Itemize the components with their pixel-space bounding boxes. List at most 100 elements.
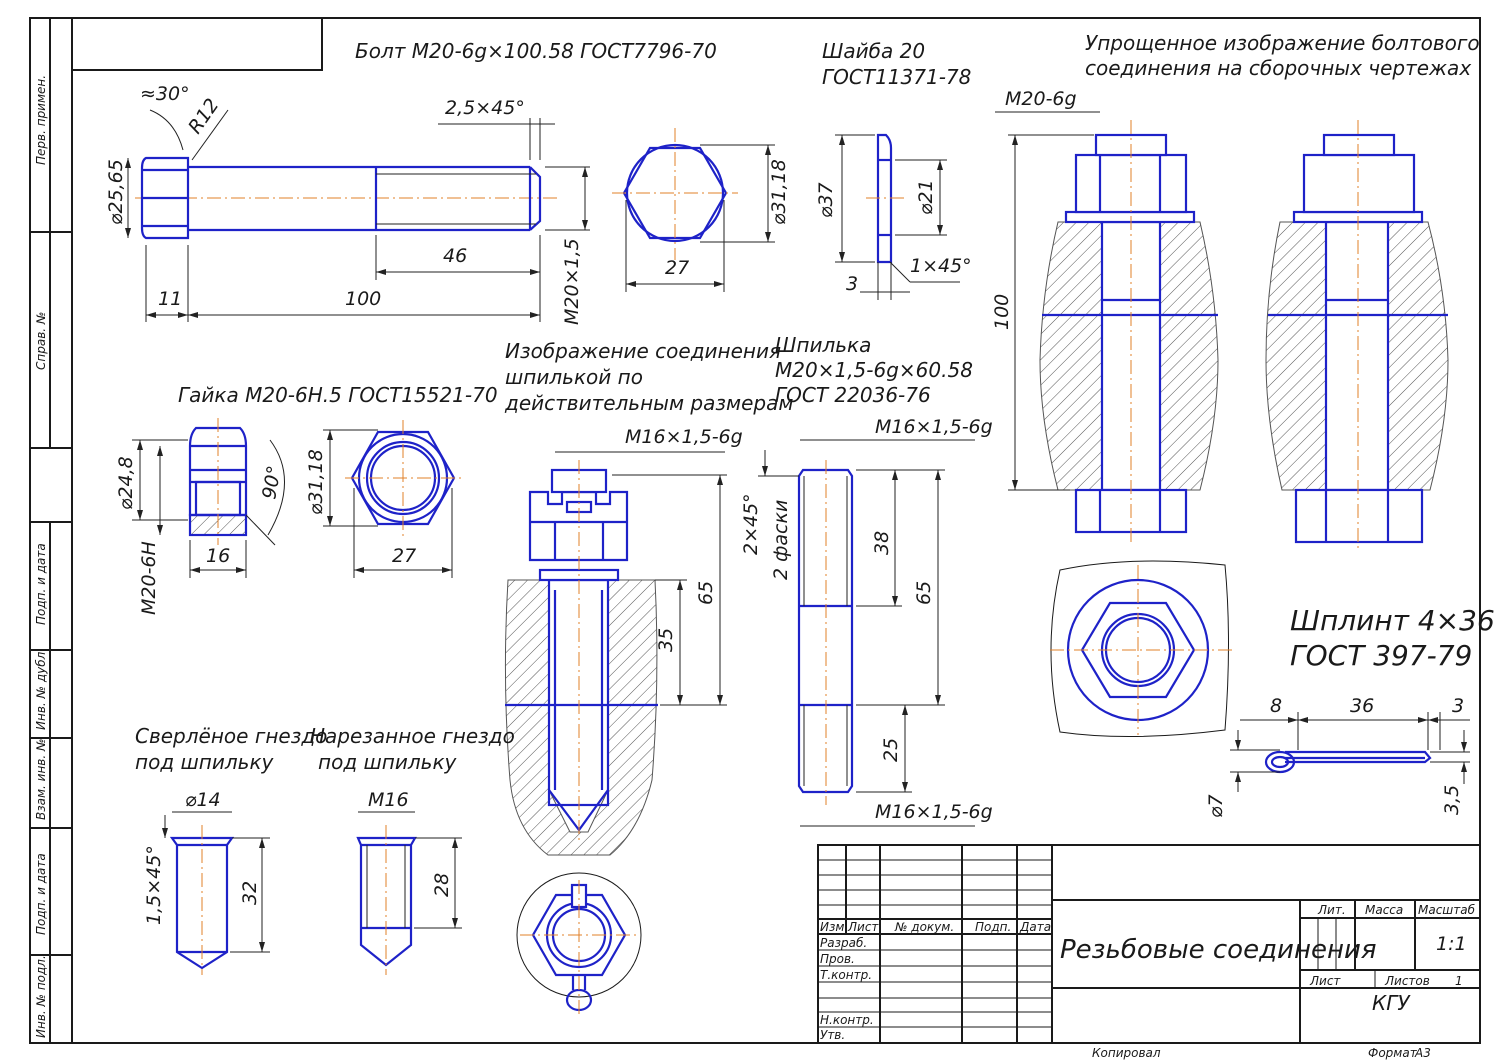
dim-l65a: 65 <box>695 581 717 605</box>
tb-scale: 1:1 <box>1436 933 1467 955</box>
tb-date: Дата <box>1019 920 1051 934</box>
dim-l35: 35 <box>655 628 677 652</box>
washer-label-1: Шайба 20 <box>822 39 925 63</box>
tb-sheets-n: 1 <box>1455 974 1463 988</box>
tb-sheets: Листов <box>1384 974 1430 988</box>
stamp-podp-2: Подп. и дата <box>34 853 48 935</box>
dim-l38: 38 <box>871 531 893 555</box>
tb-sheet: Лист <box>1309 974 1341 988</box>
simplified-joint-view: Упрощенное изображение болтового соедине… <box>991 31 1480 738</box>
stamp-inv-podl: Инв. № подл. <box>34 955 48 1038</box>
tb-list: Лист <box>847 920 879 934</box>
tb-utv: Утв. <box>820 1028 845 1042</box>
tb-copied: Копировал <box>1092 1046 1161 1060</box>
dim-c36: 36 <box>1350 695 1374 717</box>
nut-end-view: ⌀31,18 27 <box>305 420 462 578</box>
stud-label-2: М20×1,5-6g×60.58 <box>775 358 973 382</box>
stamp-inv-dubl: Инв. № дубл. <box>34 648 48 730</box>
tb-format: Формат <box>1368 1046 1418 1060</box>
dim-m16-c: М16×1,5-6g <box>875 801 993 823</box>
title-block: Изм. Лист № докум. Подп. Дата Разраб. Пр… <box>817 844 1481 1060</box>
dim-l100b: 100 <box>991 294 1013 330</box>
threaded-label-2: под шпильку <box>318 750 458 774</box>
simplified-label-1: Упрощенное изображение болтового <box>1085 31 1480 55</box>
tb-name: Резьбовые соединения <box>1060 935 1376 965</box>
dim-c3: 3 <box>1452 695 1464 717</box>
stamp-perv-primen: Перв. примен. <box>34 75 48 165</box>
dim-chamfer-bolt: 2,5×45° <box>445 97 525 119</box>
nut-label: Гайка М20-6Н.5 ГОСТ15521-70 <box>178 383 498 407</box>
dim-m20-6g: М20-6g <box>1005 88 1077 110</box>
dim-s27b: 27 <box>392 545 416 567</box>
stud-conn-label-3: действительным размерам <box>504 391 793 415</box>
drilled-label-1: Сверлёное гнездо <box>135 724 327 748</box>
dim-faski: 2 фаски <box>770 500 792 580</box>
tb-scale-h: Масштаб <box>1418 903 1476 917</box>
stud-label-1: Шпилька <box>775 333 871 357</box>
sheet-frame <box>29 17 1481 1044</box>
tb-izm: Изм. <box>820 920 848 934</box>
dim-l11: 11 <box>158 288 182 310</box>
dim-a90: 90° <box>258 464 286 501</box>
dim-r12: R12 <box>184 95 223 138</box>
dim-ch15: 1,5×45° <box>143 845 165 925</box>
dim-l46: 46 <box>443 245 467 267</box>
nut-view: Гайка М20-6Н.5 ГОСТ15521-70 ⌀24,8 М20-6Н… <box>115 383 498 615</box>
dim-m20x15: М20×1,5 <box>561 238 583 325</box>
dim-c35: 3,5 <box>1441 785 1463 815</box>
dim-l25: 25 <box>880 738 902 762</box>
dim-chamfer-washer: 1×45° <box>910 255 972 277</box>
bolt-head-end-view: 27 ⌀31,18 <box>612 128 790 292</box>
dim-m20-6h: М20-6Н <box>138 541 160 615</box>
dim-l16: 16 <box>206 545 230 567</box>
stud-view: Шпилька М20×1,5-6g×60.58 ГОСТ 22036-76 М… <box>740 333 993 827</box>
bolt-view: Болт М20-6g×100.58 ГОСТ7796-70 ⌀25,65 11… <box>105 39 717 325</box>
side-stamp: Перв. примен. Справ. № Подп. и дата Инв.… <box>34 75 48 1038</box>
dim-d3118b: ⌀31,18 <box>305 449 327 515</box>
threaded-hole-view: Нарезанное гнездо под шпильку М16 28 <box>310 724 515 975</box>
dim-d3118: ⌀31,18 <box>768 159 790 225</box>
stamp-sprav: Справ. № <box>34 312 48 370</box>
bolt-label: Болт М20-6g×100.58 ГОСТ7796-70 <box>355 39 717 63</box>
dim-d2565: ⌀25,65 <box>105 159 127 225</box>
dim-d248: ⌀24,8 <box>115 456 137 510</box>
tb-org: КГУ <box>1372 991 1411 1015</box>
dim-l100: 100 <box>345 288 381 310</box>
cotter-label-2: ГОСТ 397-79 <box>1290 639 1472 672</box>
dim-d14: ⌀14 <box>185 789 221 811</box>
tb-lit: Лит. <box>1317 903 1346 917</box>
dim-m16: М16 <box>368 789 409 811</box>
dim-angle30: ≈30° <box>140 83 190 105</box>
dim-d37: ⌀37 <box>815 182 837 218</box>
tb-nkontr: Н.контр. <box>820 1013 874 1027</box>
tb-razrab: Разраб. <box>820 936 867 950</box>
dim-d7: ⌀7 <box>1205 794 1227 818</box>
stud-label-3: ГОСТ 22036-76 <box>775 383 931 407</box>
cotter-label-1: Шплинт 4×36 <box>1290 604 1495 637</box>
tb-tkontr: Т.контр. <box>820 968 872 982</box>
dim-m16-a: М16×1,5-6g <box>625 426 743 448</box>
cotter-pin-view: Шплинт 4×36 ГОСТ 397-79 8 36 3 ⌀7 3,5 <box>1205 604 1495 818</box>
dim-m16-b: М16×1,5-6g <box>875 416 993 438</box>
dim-c8: 8 <box>1270 695 1282 717</box>
tb-format-v: А3 <box>1414 1046 1431 1060</box>
stud-conn-label-1: Изображение соединения <box>505 339 781 363</box>
dim-l65b: 65 <box>913 581 935 605</box>
stamp-vzam-inv: Взам. инв. № <box>34 739 48 820</box>
tb-podp: Подп. <box>975 920 1011 934</box>
dim-w3: 3 <box>846 273 858 295</box>
simplified-label-2: соединения на сборочных чертежах <box>1085 56 1471 80</box>
tb-mass: Масса <box>1365 903 1403 917</box>
dim-l32: 32 <box>239 881 261 905</box>
drilled-hole-view: Сверлёное гнездо под шпильку ⌀14 1,5×45°… <box>135 724 327 975</box>
stud-conn-label-2: шпилькой по <box>505 365 643 389</box>
washer-label-2: ГОСТ11371-78 <box>822 65 971 89</box>
dim-l28: 28 <box>431 873 453 897</box>
stamp-podp-1: Подп. и дата <box>34 543 48 625</box>
threaded-label-1: Нарезанное гнездо <box>310 724 515 748</box>
tb-prov: Пров. <box>820 952 855 966</box>
dim-s27: 27 <box>665 257 689 279</box>
washer-view: Шайба 20 ГОСТ11371-78 ⌀37 ⌀21 3 1×45° <box>815 39 972 300</box>
dim-d21: ⌀21 <box>915 179 937 215</box>
